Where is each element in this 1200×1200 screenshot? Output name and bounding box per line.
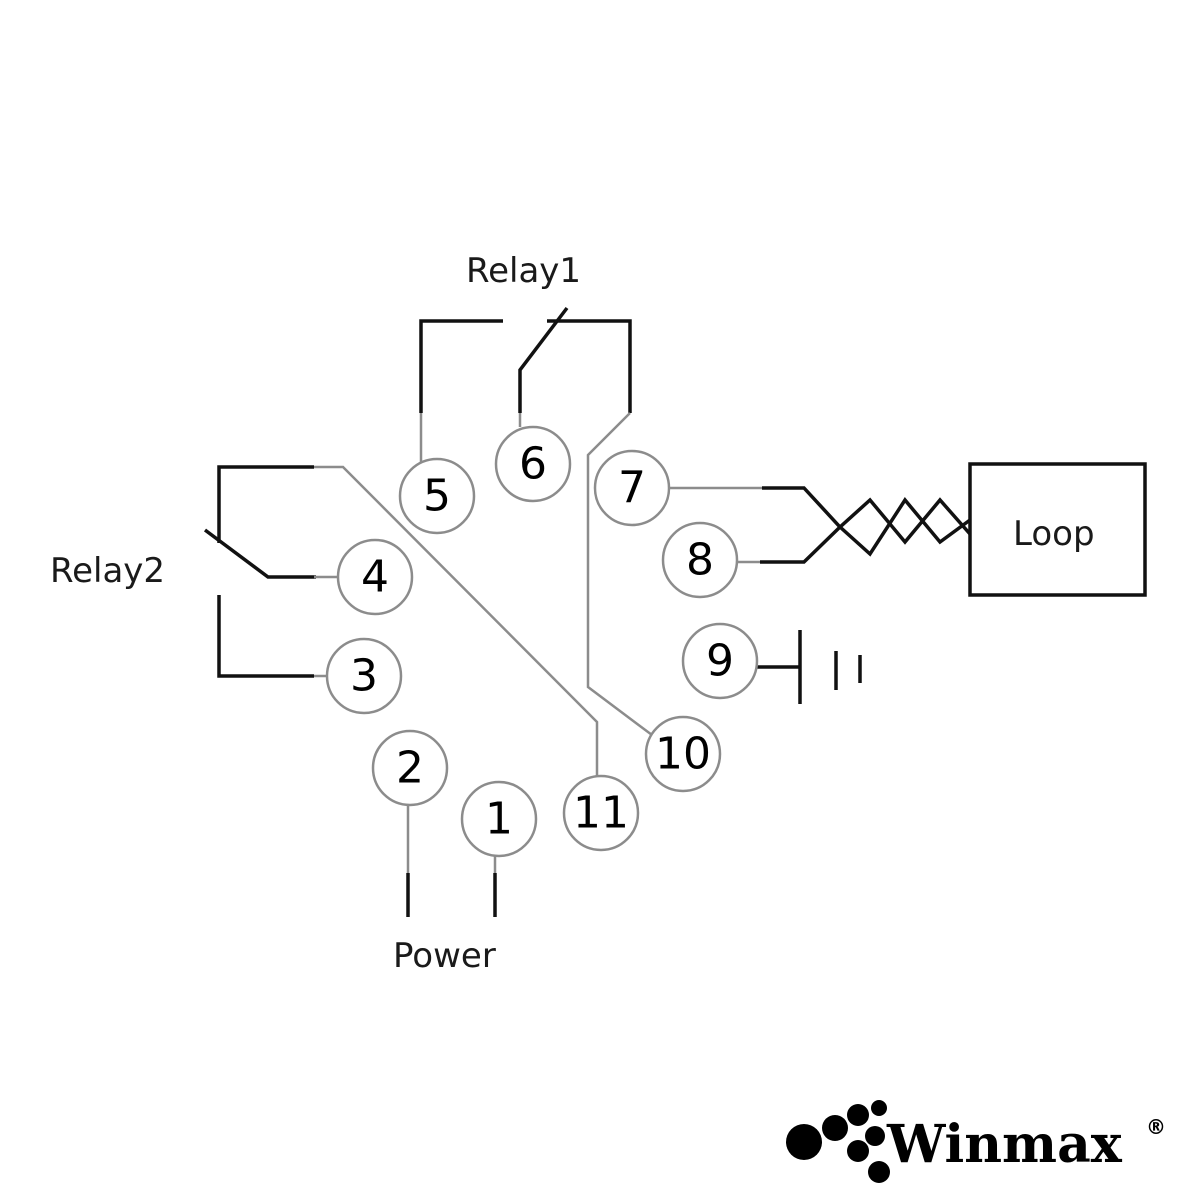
pin-10: 10: [644, 715, 722, 793]
ground-icon: [757, 630, 862, 704]
pin-5-label: 5: [423, 471, 451, 522]
registered-mark: ®: [1146, 1115, 1166, 1139]
relay1-label: Relay1: [466, 251, 581, 291]
pin-6: 6: [494, 425, 572, 503]
pin-4-label: 4: [361, 552, 389, 603]
power-label: Power: [393, 936, 496, 976]
winmax-logo: Winmax ®: [786, 1100, 1166, 1183]
power-leads: [406, 873, 497, 917]
pin-1-label: 1: [485, 794, 513, 845]
pin-7: 7: [593, 449, 671, 527]
pin-3-label: 3: [350, 651, 378, 702]
pin-7-label: 7: [618, 463, 646, 514]
pin-6-label: 6: [519, 439, 547, 490]
relay2-label: Relay2: [50, 551, 165, 591]
loop-twisted-pair: [760, 486, 972, 564]
pin-10-label: 10: [655, 729, 711, 780]
pin-8: 8: [661, 521, 739, 599]
pin-2: 2: [371, 729, 449, 807]
pin-1: 1: [460, 780, 538, 858]
pin-11: 11: [562, 774, 640, 852]
brand-name: Winmax: [886, 1114, 1123, 1175]
logo-dots-icon: [786, 1100, 890, 1183]
pin-2-label: 2: [396, 743, 424, 794]
pin-9-label: 9: [706, 636, 734, 687]
pin-9: 9: [681, 622, 759, 700]
pin-3: 3: [325, 637, 403, 715]
relay2-switch: [203, 465, 316, 678]
pin-8-label: 8: [686, 535, 714, 586]
gray-wires: [314, 412, 762, 873]
loop-box: [968, 462, 1147, 597]
loop-label: Loop: [1013, 514, 1095, 554]
pin-4: 4: [336, 538, 414, 616]
pin-5: 5: [398, 457, 476, 535]
relay1-switch: [419, 306, 632, 413]
pin-11-label: 11: [573, 788, 629, 839]
